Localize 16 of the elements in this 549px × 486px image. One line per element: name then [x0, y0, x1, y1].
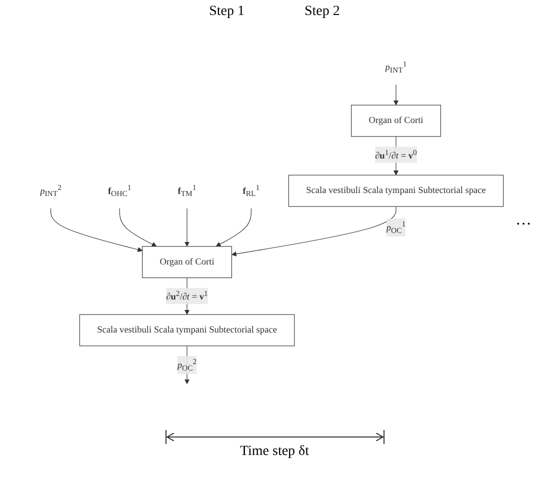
step-label: Step 1	[209, 4, 244, 20]
node-box: Scala vestibuli Scala tympani Subtectorial space	[78, 314, 294, 346]
edge-label: ∂u$^{2}$/∂t = v$^{1}$	[166, 288, 208, 302]
arrow	[118, 208, 156, 246]
ellipsis: ···	[516, 216, 532, 234]
edge-label: ∂u$^{1}$/∂t = v$^{0}$	[374, 147, 416, 160]
step-label: Step 2	[304, 4, 340, 20]
arrow	[184, 208, 190, 246]
arrow	[392, 84, 398, 105]
node-box: Organ of Corti	[350, 104, 440, 136]
node-box: Scala vestibuli Scala tympani Subtectorial space	[288, 174, 504, 206]
arrow	[50, 208, 142, 252]
arrow	[215, 208, 251, 246]
time-step-label: Time step δt	[240, 444, 310, 460]
arrow	[230, 206, 396, 256]
node-box: Organ of Corti	[142, 246, 232, 278]
